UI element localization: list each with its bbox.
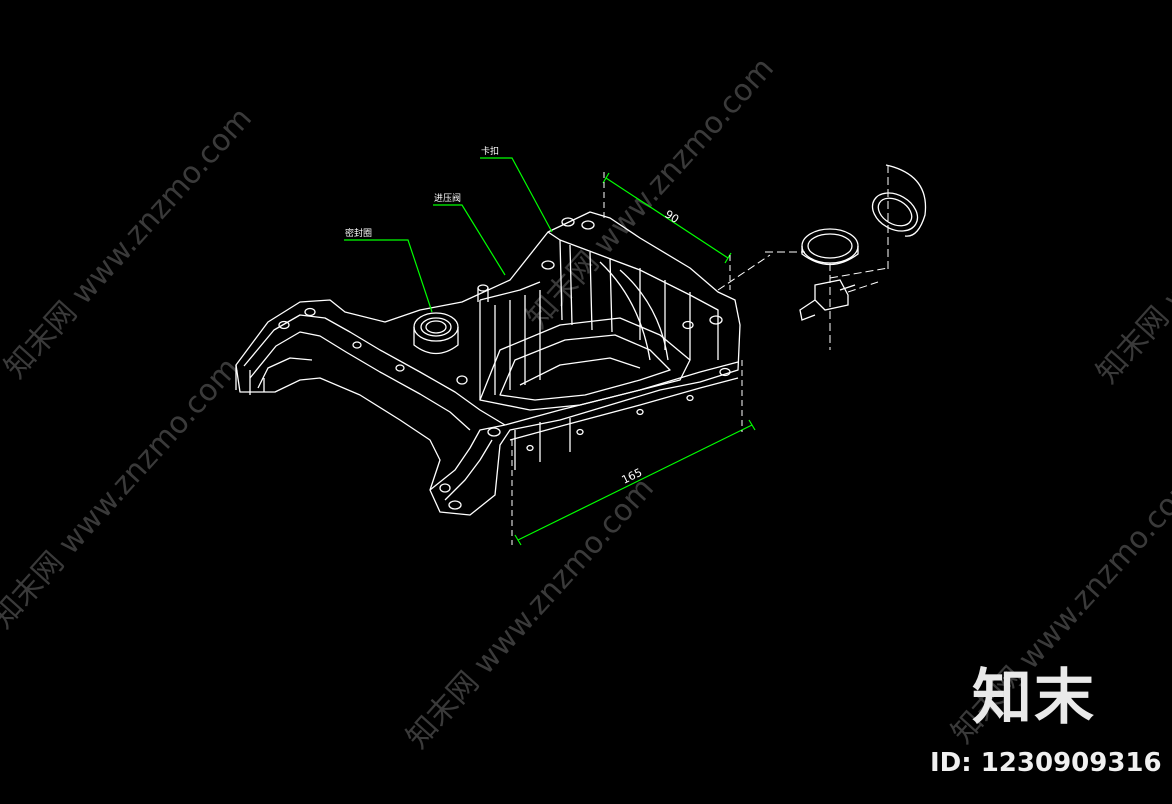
dimension-line [605,177,729,259]
leader-line [344,239,433,313]
exploded-parts [799,164,927,321]
dimension-label-top: 90 [662,208,681,227]
callout-label-kakou: 卡扣 [481,145,499,157]
construction-lines [717,165,889,350]
subframe-part [235,211,741,516]
leader-line [433,204,506,276]
callout-label-jinyafa: 进压阀 [434,193,461,204]
brand-logo: 知末 [972,663,1096,733]
annotation-layer [344,157,756,546]
extension-lines [511,172,743,545]
callout-label-miffengquan: 密封圈 [345,227,372,239]
watermark-text: 知末网 www.znzmo.com [1090,106,1172,390]
watermark-text: 知末网 www.znzmo.com [520,51,781,335]
id-label: ID: 1230909316 [930,748,1162,778]
leader-line [480,157,553,233]
watermark-text: 知末网 www.znzmo.com [0,351,246,635]
watermark-text: 知末网 www.znzmo.com [400,471,661,755]
dimension-line [517,424,753,541]
watermark-text: 知末网 www.znzmo.com [0,101,259,385]
